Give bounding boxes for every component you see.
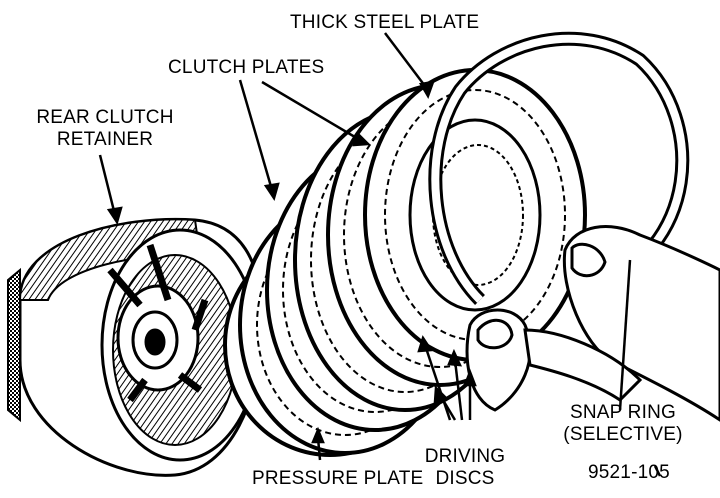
rear-clutch-retainer-label-line1: REAR CLUTCH [36, 107, 174, 128]
driving-discs-label-line1: DRIVING [424, 446, 506, 467]
rear-clutch-retainer-label-line2: RETAINER [56, 129, 154, 150]
snap-ring-label-line1: SNAP RING [570, 402, 676, 423]
clutch-pack-drawing [223, 68, 587, 457]
thick-steel-plate-label: THICK STEEL PLATE [290, 12, 480, 33]
hands-drawing [465, 225, 720, 422]
figure-id-label: 9521-105 [588, 462, 670, 483]
pressure-plate-label: PRESSURE PLATE [252, 468, 424, 489]
clutch-plates-label: CLUTCH PLATES [168, 57, 325, 78]
snap-ring-label-line2: (SELECTIVE) [563, 424, 683, 445]
driving-discs-label-line2: DISCS [435, 468, 495, 489]
snap-ring-drawing [428, 31, 690, 305]
leader-lines [98, 32, 662, 477]
